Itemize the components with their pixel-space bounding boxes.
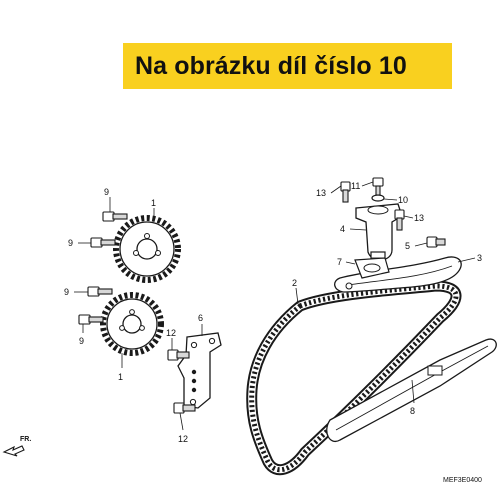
callout-11: 11 <box>351 181 360 191</box>
callout-9: 9 <box>64 287 69 297</box>
sprocket-bolt-group <box>78 211 128 325</box>
title-banner: Na obrázku díl číslo 10 <box>123 43 452 89</box>
callout-13: 13 <box>316 188 326 198</box>
diagram-code: MEF3E0400 <box>443 477 482 484</box>
guide-bracket <box>177 332 222 409</box>
callout-6: 6 <box>198 313 203 323</box>
direction-label: FR. <box>20 436 31 443</box>
callout-9: 9 <box>79 336 84 346</box>
callout-13: 13 <box>414 213 424 223</box>
callout-10: 10 <box>398 195 408 205</box>
front-direction-arrow: FR. <box>2 436 31 457</box>
cam-sprocket-lower <box>100 292 164 356</box>
banner-text: Na obrázku díl číslo 10 <box>135 51 407 80</box>
callout-12: 12 <box>166 328 176 338</box>
pivot-bolt <box>426 236 446 248</box>
bolt-9b <box>90 237 116 248</box>
chain-guide-lower <box>326 338 497 443</box>
callout-4: 4 <box>340 224 345 234</box>
callout-9: 9 <box>68 238 73 248</box>
bracket-bolts <box>167 349 196 414</box>
callout-7: 7 <box>337 257 342 267</box>
callout-3: 3 <box>477 253 482 263</box>
callout-1: 1 <box>118 372 123 382</box>
callout-5: 5 <box>405 241 410 251</box>
tensioner-arm <box>334 256 462 293</box>
lifter-bolt <box>372 177 384 196</box>
lifter-mount-bolts <box>340 181 405 231</box>
bolt-9a <box>102 211 128 222</box>
leader-lines <box>74 181 476 431</box>
callout-1: 1 <box>151 198 156 208</box>
sealing-washer <box>371 194 385 202</box>
callout-2: 2 <box>292 278 297 288</box>
lifter-gasket <box>354 257 390 279</box>
callout-labels: 9 1 9 9 9 1 12 6 12 2 13 11 10 13 4 5 3 … <box>64 181 482 444</box>
bolt-9d <box>78 314 104 325</box>
callout-12: 12 <box>178 434 188 444</box>
callout-8: 8 <box>410 406 415 416</box>
callout-9: 9 <box>104 187 109 197</box>
bolt-9c <box>87 286 113 297</box>
cam-sprocket-upper <box>113 215 181 283</box>
